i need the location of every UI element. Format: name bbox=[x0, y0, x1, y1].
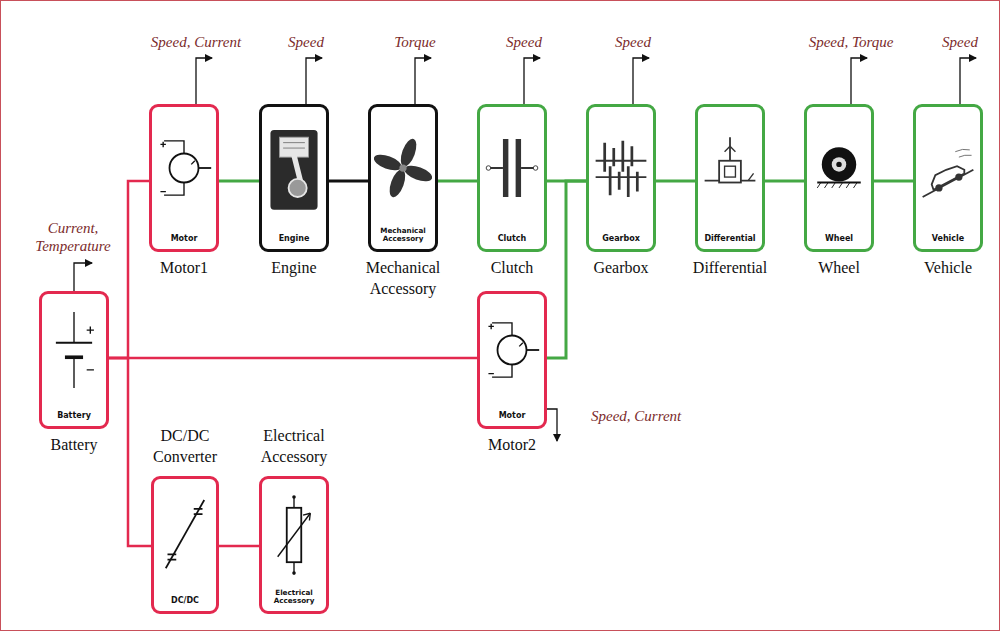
mechanical-shaft bbox=[547, 181, 586, 358]
battery-box: BatteryBattery bbox=[39, 291, 109, 429]
dcdc-icon bbox=[157, 483, 213, 587]
signal-output-arrow bbox=[74, 263, 92, 291]
mechanical-shaft bbox=[219, 180, 259, 183]
gearbox-box: GearboxGearbox bbox=[586, 104, 656, 252]
wheel-icon bbox=[810, 111, 868, 225]
mechanical-accessory-box: Mechanical AccessoryMechanical Accessory bbox=[368, 104, 438, 252]
component-name: Differential bbox=[693, 258, 767, 279]
component-name: Gearbox bbox=[593, 258, 648, 279]
electrical-wire bbox=[219, 545, 259, 548]
signal-label: Speed, Current bbox=[151, 33, 241, 51]
electrical-wire bbox=[109, 358, 151, 546]
mechanical-shaft bbox=[438, 180, 477, 183]
component-name: Vehicle bbox=[924, 258, 972, 279]
box-caption: Electrical Accessory bbox=[262, 589, 326, 605]
signal-output-arrow bbox=[196, 58, 212, 104]
mechanical-shaft bbox=[329, 180, 368, 183]
component-name: Wheel bbox=[818, 258, 860, 279]
signal-output-arrow bbox=[547, 409, 557, 441]
box-caption: Wheel bbox=[825, 235, 853, 244]
signal-output-arrow bbox=[851, 58, 867, 104]
engine-box: EngineEngine bbox=[259, 104, 329, 252]
box-caption: Battery bbox=[57, 412, 91, 421]
signal-label: Speed, Current bbox=[591, 407, 681, 425]
signal-label: Current, Temperature bbox=[18, 219, 128, 255]
mechanical-shaft bbox=[656, 180, 695, 183]
signal-label: Torque bbox=[394, 33, 435, 51]
wheel-box: WheelWheel bbox=[804, 104, 874, 252]
motor-icon bbox=[155, 111, 213, 225]
component-name: Battery bbox=[50, 435, 97, 456]
signal-label: Speed, Torque bbox=[809, 33, 894, 51]
motor-box: MotorMotor2 bbox=[477, 291, 547, 429]
battery-icon bbox=[45, 298, 103, 402]
component-name: Motor2 bbox=[488, 435, 536, 456]
electrical-accessory-box: Electrical AccessoryElectrical Accessory bbox=[259, 476, 329, 614]
clutch-icon bbox=[483, 111, 541, 225]
electrical-wire bbox=[109, 181, 149, 358]
vehicle-box: VehicleVehicle bbox=[913, 104, 983, 252]
motor-icon bbox=[483, 298, 541, 402]
engine-icon bbox=[265, 111, 323, 225]
signal-label: Speed bbox=[506, 33, 542, 51]
electrical-wire bbox=[109, 357, 477, 360]
box-caption: Mechanical Accessory bbox=[371, 227, 435, 243]
box-caption: Motor bbox=[499, 412, 526, 421]
motor-box: MotorMotor1 bbox=[149, 104, 219, 252]
vehicle-icon bbox=[919, 111, 977, 225]
signal-label: Speed bbox=[288, 33, 324, 51]
box-caption: Clutch bbox=[498, 235, 527, 244]
component-name: Engine bbox=[271, 258, 316, 279]
signal-label: Speed bbox=[615, 33, 651, 51]
gearbox-icon bbox=[592, 111, 650, 225]
signal-output-arrow bbox=[524, 58, 540, 104]
signal-output-arrow bbox=[633, 58, 649, 104]
diff-icon bbox=[701, 111, 759, 225]
box-caption: Differential bbox=[704, 235, 755, 244]
signal-output-arrow bbox=[306, 58, 322, 104]
signal-output-arrow bbox=[960, 58, 976, 104]
signal-label: Speed bbox=[942, 33, 978, 51]
component-name: Clutch bbox=[491, 258, 534, 279]
box-caption: Gearbox bbox=[602, 235, 640, 244]
fan-icon bbox=[374, 111, 432, 225]
box-caption: DC/DC bbox=[171, 597, 199, 606]
clutch-box: ClutchClutch bbox=[477, 104, 547, 252]
mechanical-shaft bbox=[874, 180, 913, 183]
differential-box: DifferentialDifferential bbox=[695, 104, 765, 252]
component-name: Electrical Accessory bbox=[246, 426, 342, 468]
component-name: Mechanical Accessory bbox=[348, 258, 458, 300]
component-name: Motor1 bbox=[160, 258, 208, 279]
resistor-icon bbox=[265, 483, 323, 587]
dcdc-converter-box: DC/DCDC/DC Converter bbox=[151, 476, 219, 614]
box-caption: Motor bbox=[171, 235, 198, 244]
component-name: DC/DC Converter bbox=[137, 426, 233, 468]
box-caption: Vehicle bbox=[932, 235, 965, 244]
signal-output-arrow bbox=[415, 58, 431, 104]
mechanical-shaft bbox=[765, 180, 804, 183]
box-caption: Engine bbox=[279, 235, 310, 244]
